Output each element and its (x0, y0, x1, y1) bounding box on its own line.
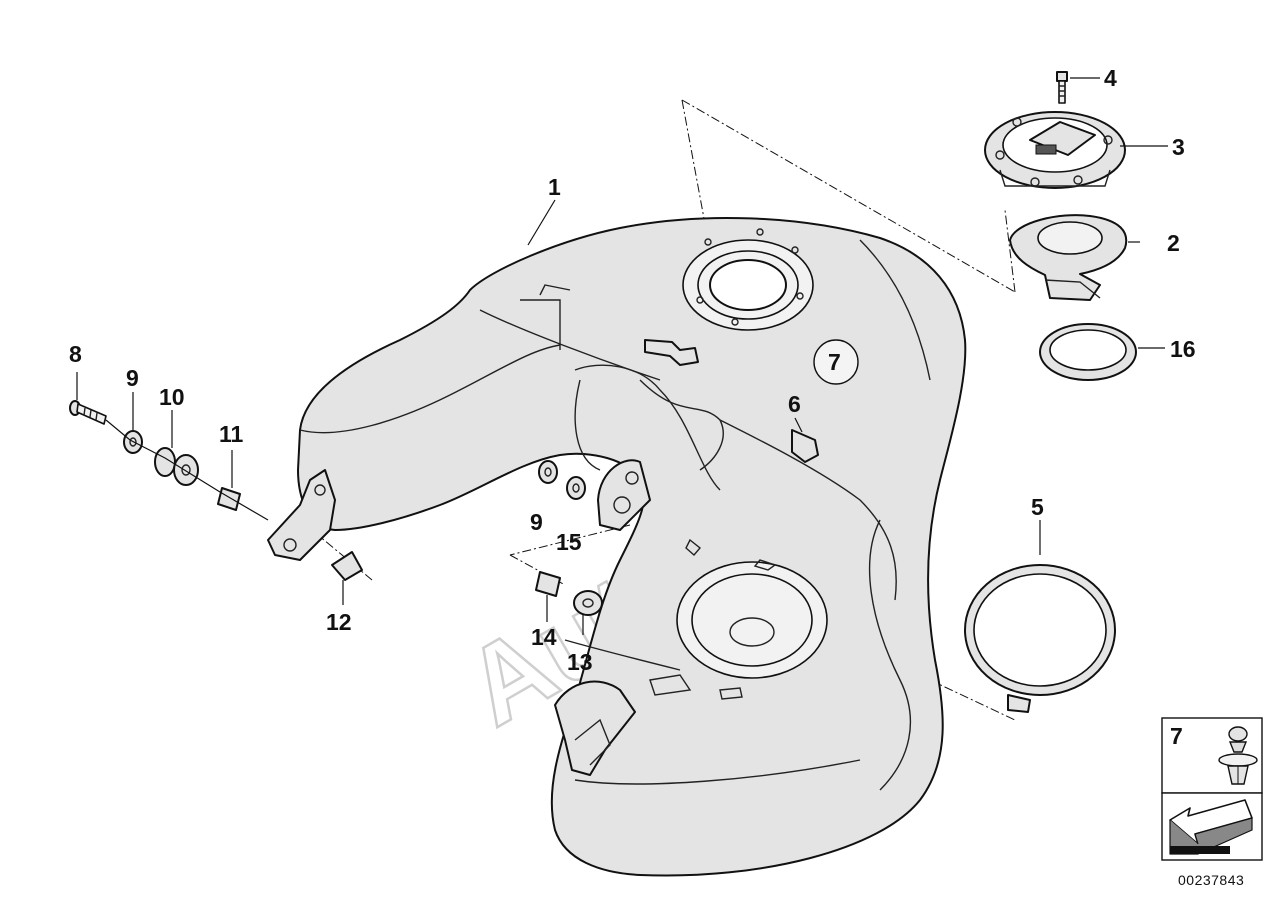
callout-5: 5 (1031, 494, 1044, 520)
callout-4: 4 (1104, 65, 1117, 91)
leader-lines (76, 77, 1168, 635)
fuel-tank (267, 216, 967, 877)
callout-9-left: 9 (126, 365, 139, 391)
rubber-buffer (573, 590, 603, 616)
bushing-center (535, 571, 561, 597)
callout-11: 11 (219, 421, 244, 447)
clamp-ring (964, 564, 1116, 713)
callout-7: 7 (828, 349, 841, 375)
push-rivet-icon (1218, 726, 1258, 785)
washers-center (538, 460, 586, 500)
callout-15: 15 (556, 529, 582, 555)
callout-16: 16 (1170, 336, 1196, 362)
nut-clip (331, 551, 363, 581)
callout-3: 3 (1172, 134, 1185, 160)
callout-8: 8 (69, 341, 82, 367)
flange-plate (1009, 214, 1128, 301)
callout-10: 10 (159, 384, 185, 410)
screw-top (1056, 71, 1068, 104)
grommet (154, 447, 199, 486)
legend-item-label: 7 (1170, 723, 1183, 749)
legend-box: 7 (1161, 717, 1263, 861)
filler-cap (984, 111, 1126, 189)
callout-2: 2 (1167, 230, 1180, 256)
callout-labels: 1 2 3 4 5 6 7 8 9 9 10 11 12 13 14 15 16 (69, 65, 1196, 675)
callout-9-center: 9 (530, 509, 543, 535)
direction-arrow-icon (1169, 799, 1253, 855)
callout-14: 14 (531, 624, 557, 650)
seal-ring (1039, 323, 1137, 381)
callout-7-circle (813, 339, 859, 385)
diagram-number: 00237843 (1178, 872, 1244, 888)
clip-fastener (791, 429, 819, 463)
callout-12: 12 (326, 609, 352, 635)
bolt-left (69, 400, 107, 425)
bushing-left (217, 487, 241, 511)
callout-13: 13 (567, 649, 593, 675)
callout-6: 6 (788, 391, 801, 417)
callout-1: 1 (548, 174, 561, 200)
